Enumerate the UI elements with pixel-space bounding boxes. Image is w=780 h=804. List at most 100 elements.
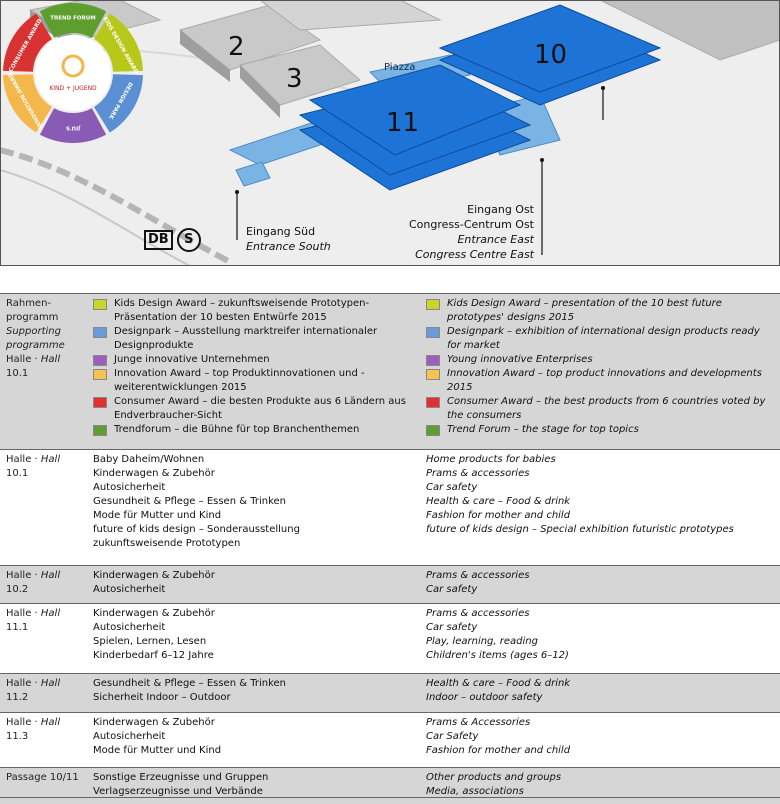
- wheel-segment-label: JIU'S: [66, 125, 81, 131]
- entrance-east-label: Eingang Ost Congress-Centrum Ost Entranc…: [400, 202, 534, 262]
- programme-item: Designpark – exhibition of international…: [426, 325, 776, 353]
- list-item: Media, associations: [426, 786, 524, 797]
- list-item: Car safety: [426, 584, 478, 595]
- hall-number: 10.2: [6, 584, 29, 595]
- list-item: Home products for babies: [426, 454, 556, 465]
- list-item: Kinderwagen & Zubehör: [93, 468, 215, 479]
- list-item: Prams & accessories: [426, 608, 530, 619]
- kind-jugend-logo-icon: [61, 54, 85, 78]
- entrance-south-de: Eingang Süd: [246, 225, 316, 238]
- list-item: Indoor – outdoor safety: [426, 692, 543, 703]
- programme-item: Kids Design Award – presentation of the …: [426, 297, 776, 325]
- wheel-segment: [39, 108, 107, 143]
- table-row-passage-10-11: Passage 10/11 Sonstige Erzeugnisse und G…: [0, 767, 780, 804]
- list-item: Sonstige Erzeugnisse und Gruppen: [93, 772, 269, 783]
- congress-centre-east-de: Congress-Centrum Ost: [409, 218, 534, 231]
- entrance-south-label: Eingang Süd Entrance South: [246, 224, 331, 254]
- hall-map: 1 2 3 10 11 Piazza Eingang Süd Entrance …: [0, 0, 780, 266]
- wheel-segment: [3, 13, 52, 72]
- color-swatch-icon: [93, 397, 107, 408]
- programme-item-text: Kids Design Award – zukunftsweisende Pro…: [114, 298, 370, 323]
- hall-building: [259, 0, 442, 31]
- hall-number: 10.1: [6, 468, 29, 479]
- wheel-segment-label: TREND FORUM: [50, 16, 95, 22]
- congress-centre-east-en: Congress Centre East: [415, 248, 534, 261]
- list-item: Prams & accessories: [426, 570, 530, 581]
- hall-number: 11.2: [6, 692, 29, 703]
- wheel-segment: [94, 13, 143, 72]
- hall-cell: Passage 10/11: [6, 771, 86, 785]
- hall-2-side: [180, 30, 230, 82]
- programme-item-text: Trend Forum – the stage for top topics: [447, 424, 639, 435]
- list-item: Baby Daheim/Wohnen: [93, 454, 205, 465]
- color-swatch-icon: [426, 327, 440, 338]
- color-swatch-icon: [93, 369, 107, 380]
- hall-cell: Rahmen- programm Supporting programme Ha…: [6, 297, 86, 381]
- list-item: Spielen, Lernen, Lesen: [93, 636, 207, 647]
- entrance-east-en: Entrance East: [457, 233, 534, 246]
- list-item: Kinderwagen & Zubehör: [93, 608, 215, 619]
- color-swatch-icon: [426, 355, 440, 366]
- programme-item: Junge innovative Unternehmen: [93, 353, 413, 367]
- programme-item-text: Kids Design Award – presentation of the …: [447, 298, 722, 323]
- transit-logos: DB S: [144, 228, 201, 252]
- table-row-supporting-programme: Rahmen- programm Supporting programme Ha…: [0, 293, 780, 449]
- color-swatch-icon: [426, 425, 440, 436]
- list-item: Gesundheit & Pflege – Essen & Trinken: [93, 496, 286, 507]
- list-item: Health & care – Food & drink: [426, 678, 571, 689]
- color-swatch-icon: [93, 327, 107, 338]
- list-item: Gesundheit & Pflege – Essen & Trinken: [93, 678, 286, 689]
- db-logo-icon: DB: [144, 230, 173, 250]
- color-swatch-icon: [93, 355, 107, 366]
- list-item: Car safety: [426, 622, 478, 633]
- list-item: Fashion for mother and child: [426, 745, 571, 756]
- programme-item: Consumer Award – the best products from …: [426, 395, 776, 423]
- programme-item: Kids Design Award – zukunftsweisende Pro…: [93, 297, 413, 325]
- list-item: Kinderwagen & Zubehör: [93, 717, 215, 728]
- list-item: Play, learning, reading: [426, 636, 538, 647]
- list-item: Autosicherheit: [93, 731, 166, 742]
- list-item: Prams & Accessories: [426, 717, 531, 728]
- programme-item-text: Trendforum – die Bühne für top Branchent…: [114, 424, 360, 435]
- list-item: Mode für Mutter und Kind: [93, 745, 222, 756]
- programme-item-text: Innovation Award – top product innovatio…: [447, 368, 762, 393]
- entrance-east-dot: [540, 158, 544, 162]
- programme-item: Innovation Award – top product innovatio…: [426, 367, 776, 395]
- programme-item-text: Innovation Award – top Produktinnovation…: [114, 368, 365, 393]
- wheel-segment: [94, 74, 143, 133]
- list-item: Autosicherheit: [93, 622, 166, 633]
- color-swatch-icon: [93, 425, 107, 436]
- color-swatch-icon: [426, 397, 440, 408]
- piazza-label: Piazza: [384, 62, 416, 73]
- s-bahn-logo-icon: S: [176, 228, 201, 252]
- hall-cell: Halle · Hall 11.3: [6, 716, 86, 744]
- hall-3-side: [240, 65, 280, 118]
- entrance-south-en: Entrance South: [246, 240, 331, 253]
- hall-11-label: 11: [386, 108, 420, 138]
- programme-de: Kids Design Award – zukunftsweisende Pro…: [93, 297, 413, 437]
- programme-item: Young innovative Enterprises: [426, 353, 776, 367]
- hall-program-table: Rahmen- programm Supporting programme Ha…: [0, 293, 780, 804]
- programme-item-text: Young innovative Enterprises: [447, 354, 593, 365]
- connector-corridor: [235, 161, 271, 187]
- list-item: Car safety: [426, 482, 478, 493]
- list-item: zukunftsweisende Prototypen: [93, 538, 241, 549]
- programme-item: Innovation Award – top Produktinnovation…: [93, 367, 413, 395]
- hall-10-label: 10: [534, 40, 568, 70]
- hall-text: Passage 10/11: [6, 772, 79, 783]
- hall-cell: Halle · Hall 11.1: [6, 607, 86, 635]
- wheel-segment: [3, 74, 52, 133]
- programme-item: Designpark – Ausstellung marktreifer int…: [93, 325, 413, 353]
- hall-number: 11.1: [6, 622, 29, 633]
- hall-number: 10.1: [6, 368, 29, 379]
- hall-2-label: 2: [228, 32, 245, 62]
- hall-cell: Halle · Hall 10.1: [6, 453, 86, 481]
- programme-item-text: Consumer Award – the best products from …: [447, 396, 766, 421]
